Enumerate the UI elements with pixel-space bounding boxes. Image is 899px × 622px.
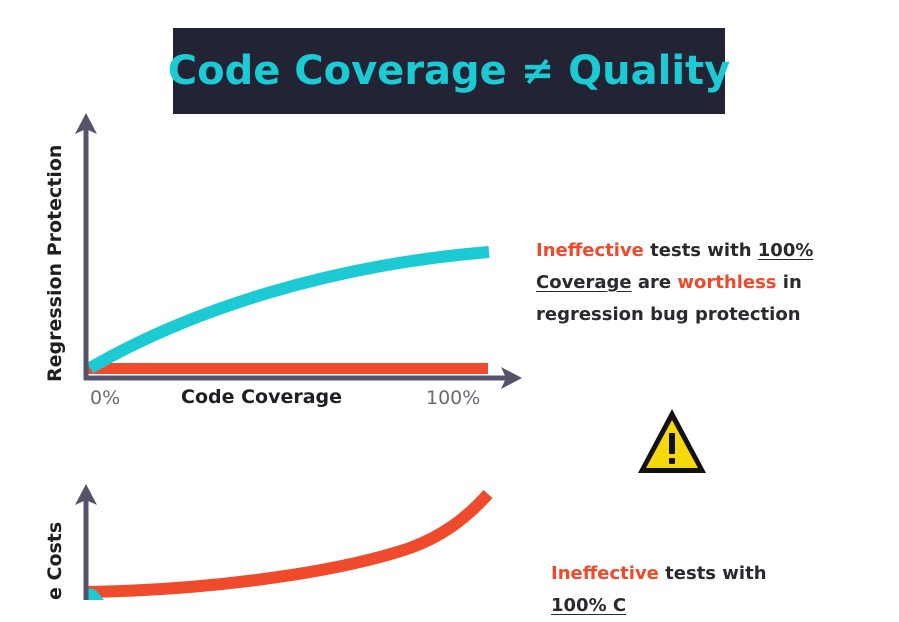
page-title: Code Coverage ≠ Quality xyxy=(167,48,731,94)
chart-costs xyxy=(75,484,493,600)
series-effective-line xyxy=(86,246,490,374)
note-text: are xyxy=(631,272,678,293)
chart-regression-protection xyxy=(75,113,522,389)
note-text: regression bug protection xyxy=(536,304,801,325)
note-text: in xyxy=(776,272,802,293)
x-axis-label: Code Coverage xyxy=(181,386,343,408)
underline-100-percent-2: 100% C xyxy=(551,595,627,616)
underline-coverage: Coverage xyxy=(536,272,632,293)
y-axis-2-label: e Costs xyxy=(44,521,66,600)
highlight-worthless: worthless xyxy=(677,272,777,293)
x-axis-arrow-icon xyxy=(501,367,522,389)
note-text: tests with xyxy=(643,240,758,261)
series-ineffective-cost-line xyxy=(87,490,493,598)
x-tick-end: 100% xyxy=(426,387,481,409)
underline-100-percent: 100% xyxy=(757,240,814,261)
y-axis-2-arrow-icon xyxy=(75,484,97,505)
series-ineffective-line xyxy=(88,363,488,374)
series-effective-cost-line xyxy=(88,588,104,600)
y-axis-arrow-icon xyxy=(75,113,97,134)
note-costs: Ineffective tests with 100% C xyxy=(551,558,871,622)
note-text: tests with xyxy=(658,563,767,584)
highlight-ineffective: Ineffective xyxy=(536,240,644,261)
charts-canvas xyxy=(75,113,522,600)
x-tick-start: 0% xyxy=(90,387,121,409)
highlight-ineffective-2: Ineffective xyxy=(551,563,659,584)
warning-triangle-icon xyxy=(638,409,706,473)
title-banner: Code Coverage ≠ Quality xyxy=(168,28,730,114)
y-axis-label: Regression Protection xyxy=(44,144,66,382)
note-regression: Ineffective tests with 100% Coverage are… xyxy=(536,235,876,331)
